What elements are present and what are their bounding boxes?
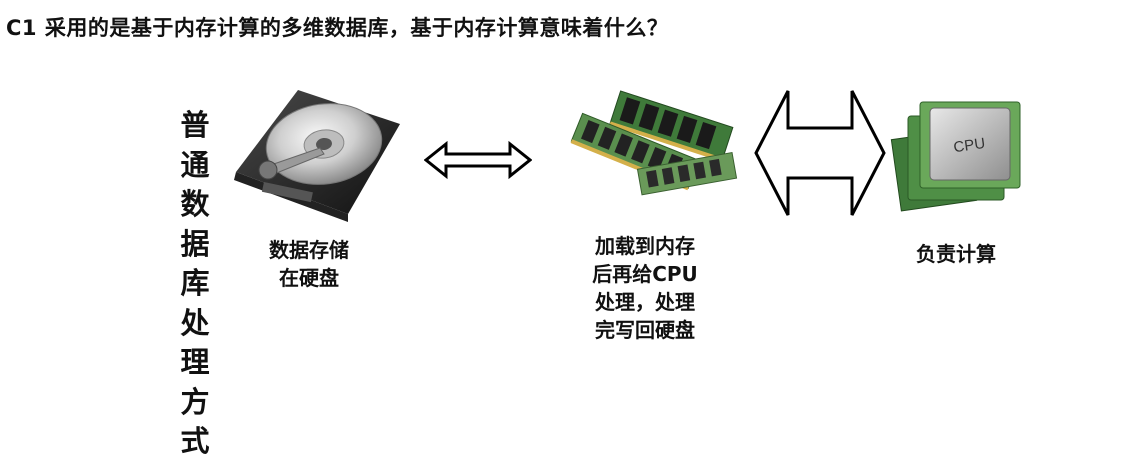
page-title: C1 采用的是基于内存计算的多维数据库，基于内存计算意味着什么？ xyxy=(6,16,669,40)
side-label-char: 方 xyxy=(180,384,210,419)
side-label: 普 通 数 据 库 处 理 方 式 xyxy=(178,106,212,462)
double-arrow-icon xyxy=(424,140,532,180)
caption-line: 加载到内存 xyxy=(595,234,695,258)
caption-line: 在硬盘 xyxy=(279,266,339,290)
cpu-label: CPU xyxy=(953,135,987,156)
caption-line: 完写回硬盘 xyxy=(595,318,695,342)
side-label-char: 库 xyxy=(180,266,210,300)
memory-module-icon xyxy=(570,90,738,196)
side-label-char: 通 xyxy=(180,147,210,182)
caption-line: 后再给CPU xyxy=(592,262,698,286)
hard-disk-icon xyxy=(234,90,400,222)
caption-line: 数据存储 xyxy=(269,238,349,262)
large-double-arrow-icon xyxy=(754,90,886,216)
side-label-char: 式 xyxy=(180,424,210,458)
side-label-char: 据 xyxy=(180,226,210,261)
caption-line: 负责计算 xyxy=(916,242,996,266)
side-label-char: 处 xyxy=(180,305,210,340)
node-caption-memory: 加载到内存 后再给CPU 处理，处理 完写回硬盘 xyxy=(578,232,712,344)
side-label-char: 数 xyxy=(180,187,210,221)
node-caption-storage: 数据存储 在硬盘 xyxy=(246,236,372,292)
side-label-char: 理 xyxy=(180,345,210,379)
node-caption-cpu: 负责计算 xyxy=(898,240,1014,268)
cpu-chip-icon: CPU xyxy=(890,101,1021,212)
side-label-char: 普 xyxy=(180,108,210,142)
caption-line: 处理，处理 xyxy=(595,290,695,314)
